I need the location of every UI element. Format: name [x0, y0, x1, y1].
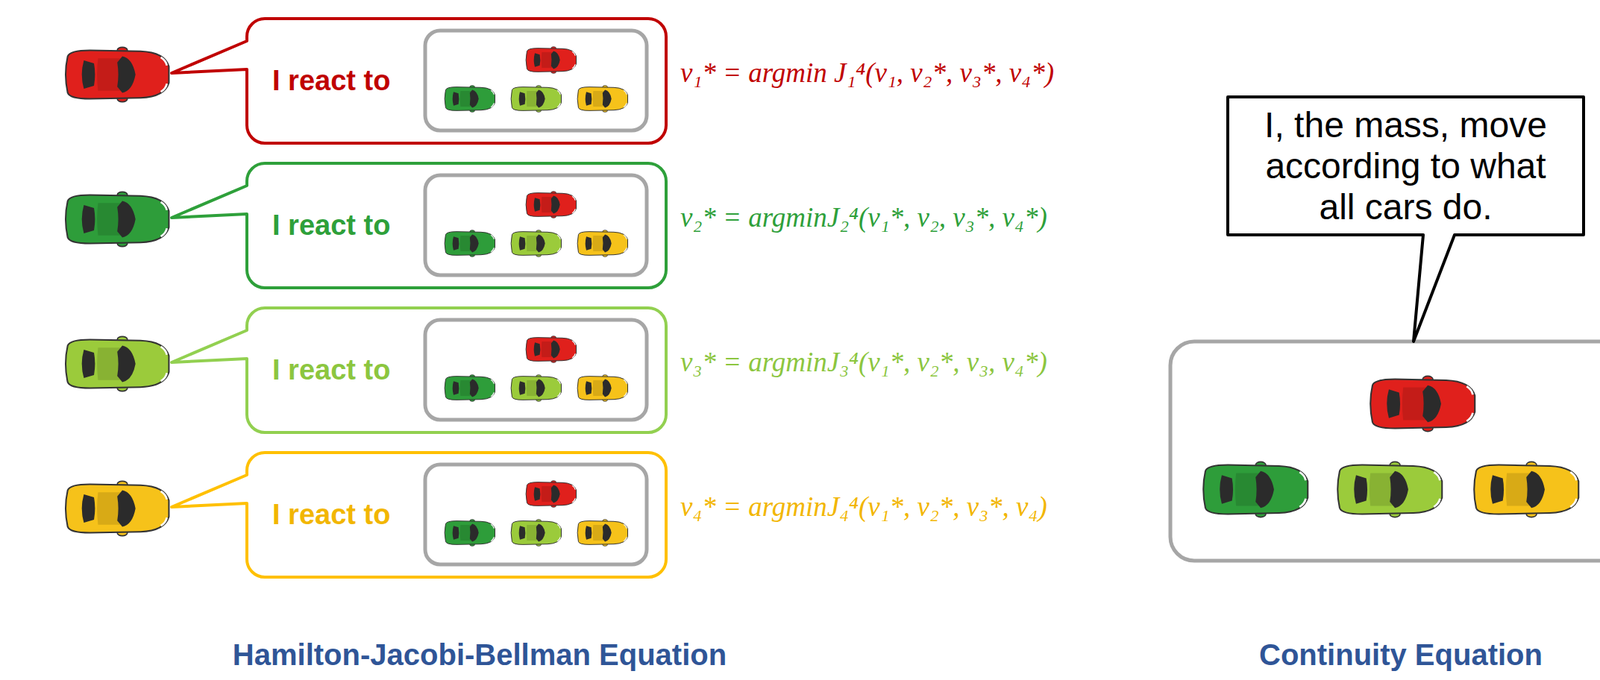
bubble-outline-path [1227, 96, 1584, 342]
mass-box [1170, 341, 1600, 561]
car-icon [577, 375, 628, 403]
car-icon [1473, 461, 1579, 517]
car-icon [65, 46, 169, 102]
caption: Continuity Equation [1259, 637, 1543, 673]
car-icon [525, 191, 576, 219]
bubble-outline-path [171, 452, 667, 578]
speech-bubble: I react to [246, 452, 667, 578]
speech-bubble: I react to [246, 308, 667, 433]
car-icon [444, 375, 495, 403]
car-icon [577, 230, 628, 258]
car-icon [510, 375, 561, 403]
bubble-outline-path [171, 308, 667, 433]
bubble-text: I react to [272, 499, 391, 532]
bubble-text: I react to [272, 354, 391, 388]
car-icon [525, 336, 576, 364]
car-icon [65, 191, 169, 247]
car-icon [577, 519, 628, 547]
group-box [425, 175, 647, 276]
car-icon [1337, 461, 1442, 517]
bubble-text: I react to [272, 209, 391, 243]
caption: Hamilton-Jacobi-Bellman Equation [232, 637, 727, 673]
bubble-outline-path [171, 163, 667, 288]
equation: v₃* = argminJ₃⁴(v₁*, v₂*, v₃, v₄*) [680, 346, 1048, 379]
car-icon [577, 85, 628, 113]
car-icon [65, 481, 169, 536]
equation: v₄* = argminJ₄⁴(v₁*, v₂*, v₃*, v₄) [680, 491, 1048, 524]
speech-bubble: I react to [246, 163, 667, 288]
car-icon [444, 519, 495, 547]
car-icon [65, 336, 169, 391]
group-box [425, 320, 647, 420]
car-icon [510, 230, 561, 258]
car-icon [1370, 375, 1475, 432]
group-box [425, 464, 647, 565]
bubble-text: I react to [272, 64, 391, 98]
car-icon [510, 519, 561, 547]
speech-bubble: I react to [246, 18, 667, 144]
car-icon [525, 481, 576, 508]
callout-text: I, the mass, move according to what all … [1250, 104, 1562, 229]
bubble-outline-path [171, 18, 667, 144]
equation: v₁* = argmin J₁⁴(v₁, v₂*, v₃*, v₄*) [680, 57, 1054, 90]
car-icon [510, 85, 561, 113]
car-icon [444, 230, 495, 258]
callout-box: I, the mass, move according to what all … [1227, 96, 1584, 235]
car-icon [444, 85, 495, 113]
car-icon [525, 46, 576, 74]
car-icon [1203, 461, 1308, 517]
equation: v₂* = argminJ₂⁴(v₁*, v₂, v₃*, v₄*) [680, 202, 1048, 235]
group-box [425, 30, 647, 131]
